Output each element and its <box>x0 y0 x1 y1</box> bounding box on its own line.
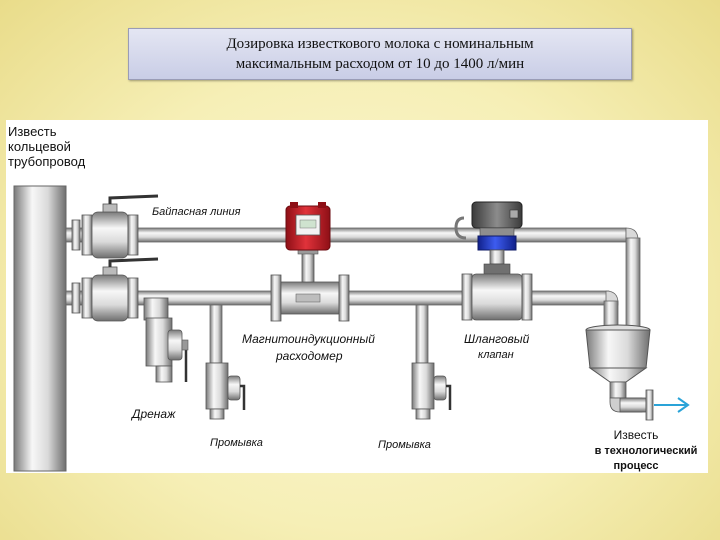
label-outlet-2: в технологический <box>595 445 698 457</box>
magnetic-flowmeter <box>270 202 350 322</box>
dosing-diagram: Известь кольцевой трубопровод Байпасная … <box>8 124 698 472</box>
drain-branch <box>143 297 189 383</box>
label-flowmeter-2: расходомер <box>275 349 343 363</box>
title-line-1: Дозировка известкового молока с номиналь… <box>226 36 534 52</box>
label-bypass: Байпасная линия <box>152 206 241 218</box>
label-pinch-valve-2: клапан <box>478 349 514 361</box>
flush-branch-2 <box>411 304 452 420</box>
outlet-hopper <box>585 324 654 421</box>
arrow-right-icon <box>654 397 690 413</box>
title-box: Дозировка известкового молока с номиналь… <box>128 28 632 80</box>
ring-pipeline <box>13 185 67 472</box>
main-shutoff-valve <box>71 257 159 322</box>
label-outlet-1: Известь <box>614 428 659 442</box>
diagram-panel: Известь кольцевой трубопровод Байпасная … <box>6 120 708 473</box>
label-flush-2: Промывка <box>378 439 431 451</box>
label-source-1: Известь <box>8 124 57 139</box>
label-flush-1: Промывка <box>210 437 263 449</box>
label-outlet-3: процесс <box>613 460 658 472</box>
label-pinch-valve-1: Шланговый <box>464 332 530 346</box>
pinch-valve <box>454 201 533 321</box>
bypass-shutoff-valve <box>71 194 159 259</box>
label-source-2: кольцевой <box>8 139 71 154</box>
flush-branch-1 <box>205 304 246 420</box>
label-drain: Дренаж <box>130 407 176 421</box>
label-flowmeter-1: Магнитоиндукционный <box>242 332 375 346</box>
label-source-3: трубопровод <box>8 154 86 169</box>
title-line-2: максимальным расходом от 10 до 1400 л/ми… <box>235 56 525 72</box>
